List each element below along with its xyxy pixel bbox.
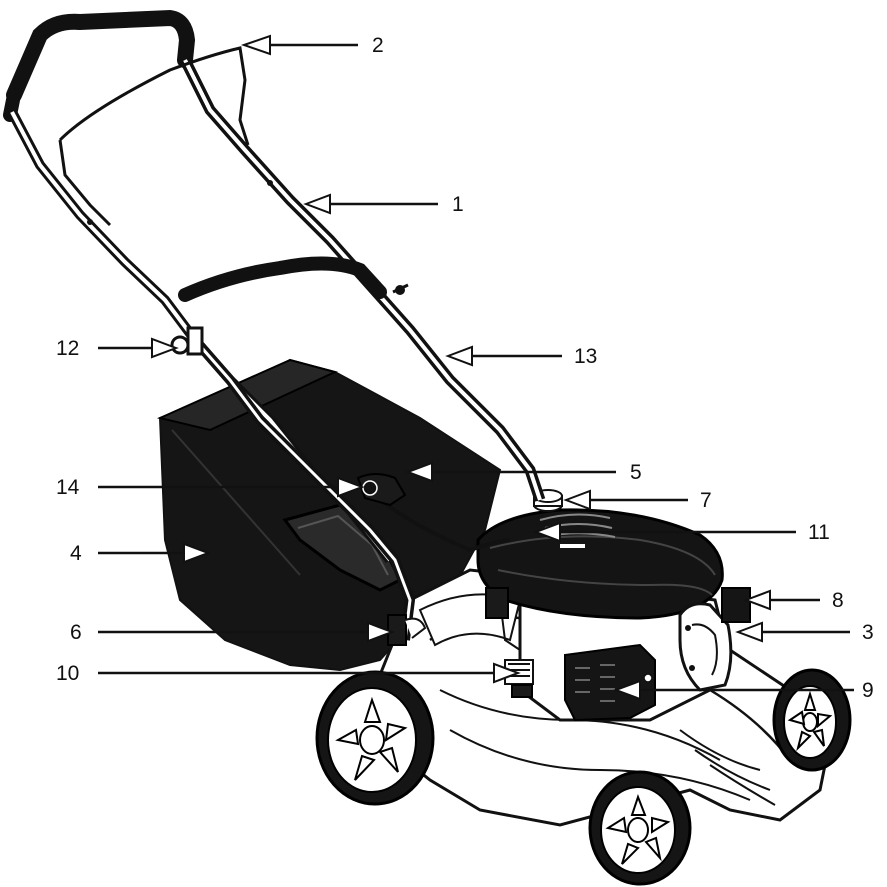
- callout-label-10: 10: [56, 662, 79, 685]
- callout-1: 1: [303, 193, 464, 216]
- grass-bag: [156, 358, 502, 672]
- callout-label-7: 7: [700, 489, 712, 512]
- callout-7: 7: [563, 489, 712, 512]
- callout-13: 13: [445, 345, 597, 368]
- callout-label-13: 13: [574, 345, 597, 368]
- callout-12: 12: [56, 337, 179, 360]
- callout-label-9: 9: [862, 679, 874, 702]
- callout-label-11: 11: [808, 521, 830, 544]
- callout-14: 14: [56, 476, 365, 499]
- callout-label-12: 12: [56, 337, 79, 360]
- front-right-wheel: [772, 668, 852, 772]
- callout-4: 4: [70, 542, 211, 565]
- callout-label-1: 1: [452, 193, 464, 216]
- engine: [476, 508, 727, 722]
- callout-3: 3: [735, 621, 874, 644]
- callout-label-6: 6: [70, 621, 82, 644]
- air-filter: [564, 643, 656, 722]
- callout-label-8: 8: [832, 589, 844, 612]
- callout-11: 11: [533, 521, 830, 544]
- callout-label-5: 5: [630, 461, 642, 484]
- callout-label-2: 2: [372, 34, 384, 57]
- callout-5: 5: [405, 461, 642, 484]
- callouts: 2 1 12 13 5 14: [56, 34, 874, 702]
- front-left-wheel: [588, 770, 692, 886]
- callout-6: 6: [70, 621, 395, 644]
- callout-9: 9: [613, 679, 874, 702]
- fuel-cap-right: [721, 587, 751, 623]
- oil-filler: [504, 659, 534, 698]
- handle-assembly: [3, 9, 546, 646]
- callout-label-3: 3: [862, 621, 874, 644]
- callout-10: 10: [56, 662, 521, 685]
- callout-label-4: 4: [70, 542, 82, 565]
- callout-2: 2: [240, 34, 384, 57]
- callout-8: 8: [743, 589, 844, 612]
- fuel-tank: [678, 602, 733, 692]
- rear-left-wheel: [315, 670, 435, 806]
- callout-label-14: 14: [56, 476, 80, 499]
